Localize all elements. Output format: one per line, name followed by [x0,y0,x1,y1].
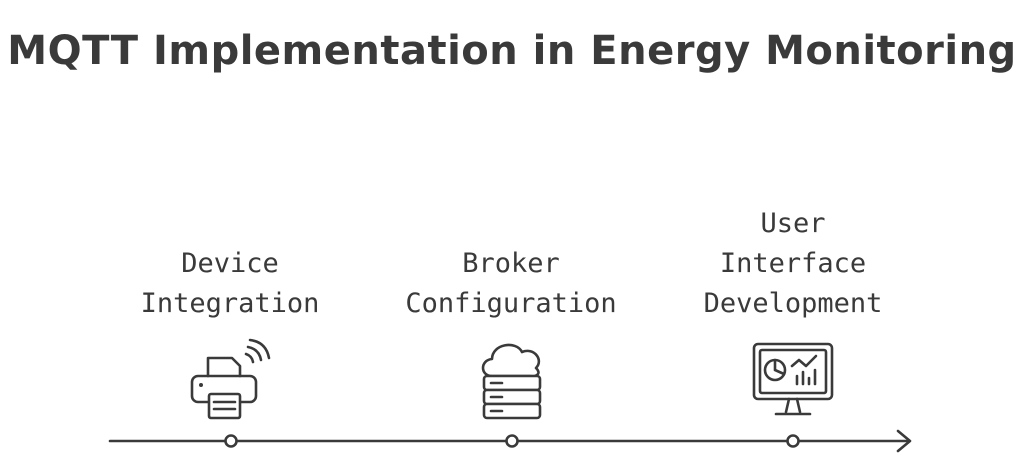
step-label-user-interface-development: User Interface Development [653,204,933,324]
timeline-milestone [505,434,519,448]
step-label-line: Interface [719,248,867,279]
dashboard-monitor-icon [752,342,834,416]
step-label-line: Device [181,248,279,279]
step-label-line: Broker [462,248,560,279]
step-label-line: Integration [140,288,320,319]
step-label-line: User [760,208,826,239]
step-label-line: Development [703,288,883,319]
timeline-milestone [786,434,800,448]
printer-wireless-icon [190,338,271,420]
timeline-milestone [224,434,238,448]
diagram-title: MQTT Implementation in Energy Monitoring [7,28,1017,74]
step-label-device-integration: Device Integration [90,244,370,324]
cloud-server-icon [481,343,542,420]
timeline-arrow [108,429,912,453]
step-label-line: Configuration [405,288,617,319]
step-label-broker-configuration: Broker Configuration [371,244,651,324]
